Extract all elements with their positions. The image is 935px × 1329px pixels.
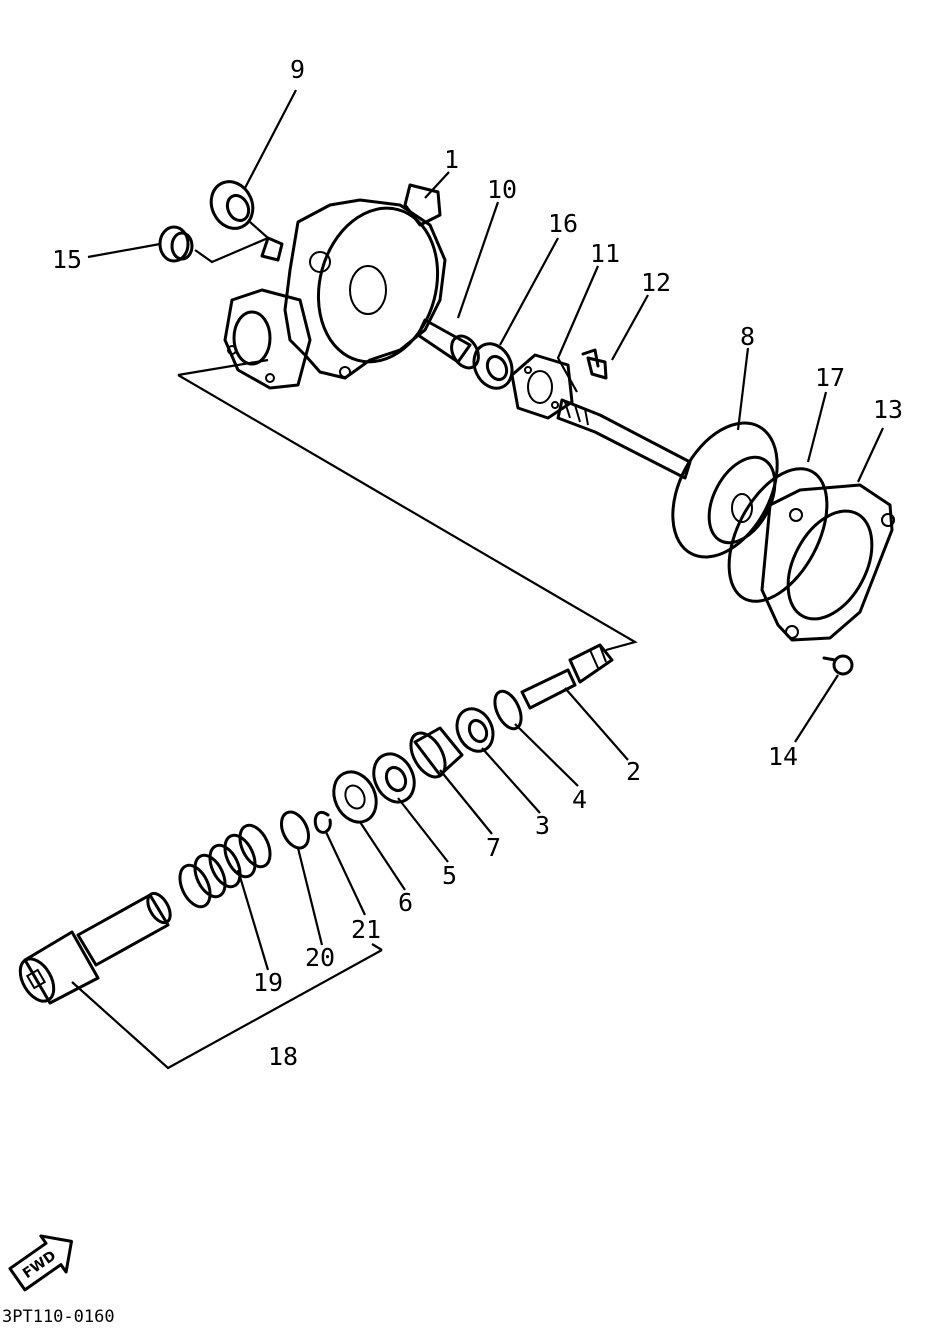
leader-6 bbox=[359, 821, 406, 891]
part-1-gear-case bbox=[223, 183, 447, 390]
part-16-bearing bbox=[472, 342, 514, 390]
callout-18: 18 bbox=[268, 1042, 298, 1071]
callout-7: 7 bbox=[486, 833, 501, 862]
callout-21: 21 bbox=[351, 915, 381, 944]
part-17-o-ring bbox=[727, 467, 829, 603]
leader-13 bbox=[857, 427, 884, 483]
callout-16: 16 bbox=[548, 209, 578, 238]
leader-9 bbox=[244, 89, 297, 189]
leader-12 bbox=[611, 294, 649, 361]
leader-10 bbox=[456, 201, 500, 319]
callout-17: 17 bbox=[815, 363, 845, 392]
leader-15 bbox=[87, 242, 161, 259]
fwd-arrow-icon: FWD bbox=[8, 1234, 73, 1292]
leader-1 bbox=[424, 171, 450, 199]
part-11-plate bbox=[510, 353, 574, 420]
leader-8 bbox=[736, 347, 750, 431]
part-13-cover bbox=[760, 483, 895, 642]
leader-20 bbox=[296, 847, 324, 946]
part-14-screw bbox=[822, 654, 854, 676]
part-21-circlip bbox=[313, 810, 332, 834]
part-9-oil-seal bbox=[209, 180, 255, 230]
leader-19 bbox=[236, 869, 270, 971]
part-19-spring bbox=[178, 823, 272, 909]
callout-3: 3 bbox=[535, 811, 550, 840]
callout-15: 15 bbox=[52, 245, 82, 274]
part-6-nut bbox=[332, 770, 378, 824]
leader-18-bracket bbox=[71, 943, 383, 1070]
part-15-bearing bbox=[158, 225, 194, 263]
leader-4 bbox=[514, 723, 579, 787]
callout-20: 20 bbox=[305, 943, 335, 972]
callout-8: 8 bbox=[740, 322, 755, 351]
part-2-pinion bbox=[520, 643, 614, 710]
callout-6: 6 bbox=[398, 888, 413, 917]
callout-10: 10 bbox=[487, 175, 517, 204]
part-18-shaft bbox=[18, 891, 172, 1005]
part-12-bolt bbox=[581, 348, 608, 380]
callout-2: 2 bbox=[626, 757, 641, 786]
part-7-collar bbox=[409, 726, 464, 779]
leader-7 bbox=[439, 769, 493, 835]
callout-4: 4 bbox=[572, 785, 587, 814]
callout-19: 19 bbox=[253, 968, 283, 997]
callout-9: 9 bbox=[290, 55, 305, 84]
leader-2 bbox=[564, 687, 629, 761]
callout-14: 14 bbox=[768, 742, 798, 771]
callout-5: 5 bbox=[442, 861, 457, 890]
leader-3 bbox=[481, 747, 541, 814]
callout-12: 12 bbox=[641, 268, 671, 297]
leader-14 bbox=[794, 674, 839, 743]
part-8-shaft-gear bbox=[556, 398, 779, 559]
callout-11: 11 bbox=[590, 239, 620, 268]
leader-5 bbox=[397, 797, 449, 863]
leader-assembly-link bbox=[177, 358, 638, 652]
part-20-washer bbox=[279, 810, 311, 850]
leader-11 bbox=[556, 265, 600, 393]
leader-17 bbox=[806, 391, 828, 463]
part-4-washer bbox=[493, 689, 523, 731]
part-5-bearing bbox=[372, 752, 416, 804]
diagram-code: 3PT110-0160 bbox=[2, 1307, 115, 1327]
leader-16 bbox=[499, 237, 559, 346]
callout-1: 1 bbox=[444, 145, 459, 174]
leader-21 bbox=[325, 831, 366, 916]
callout-13: 13 bbox=[873, 395, 903, 424]
